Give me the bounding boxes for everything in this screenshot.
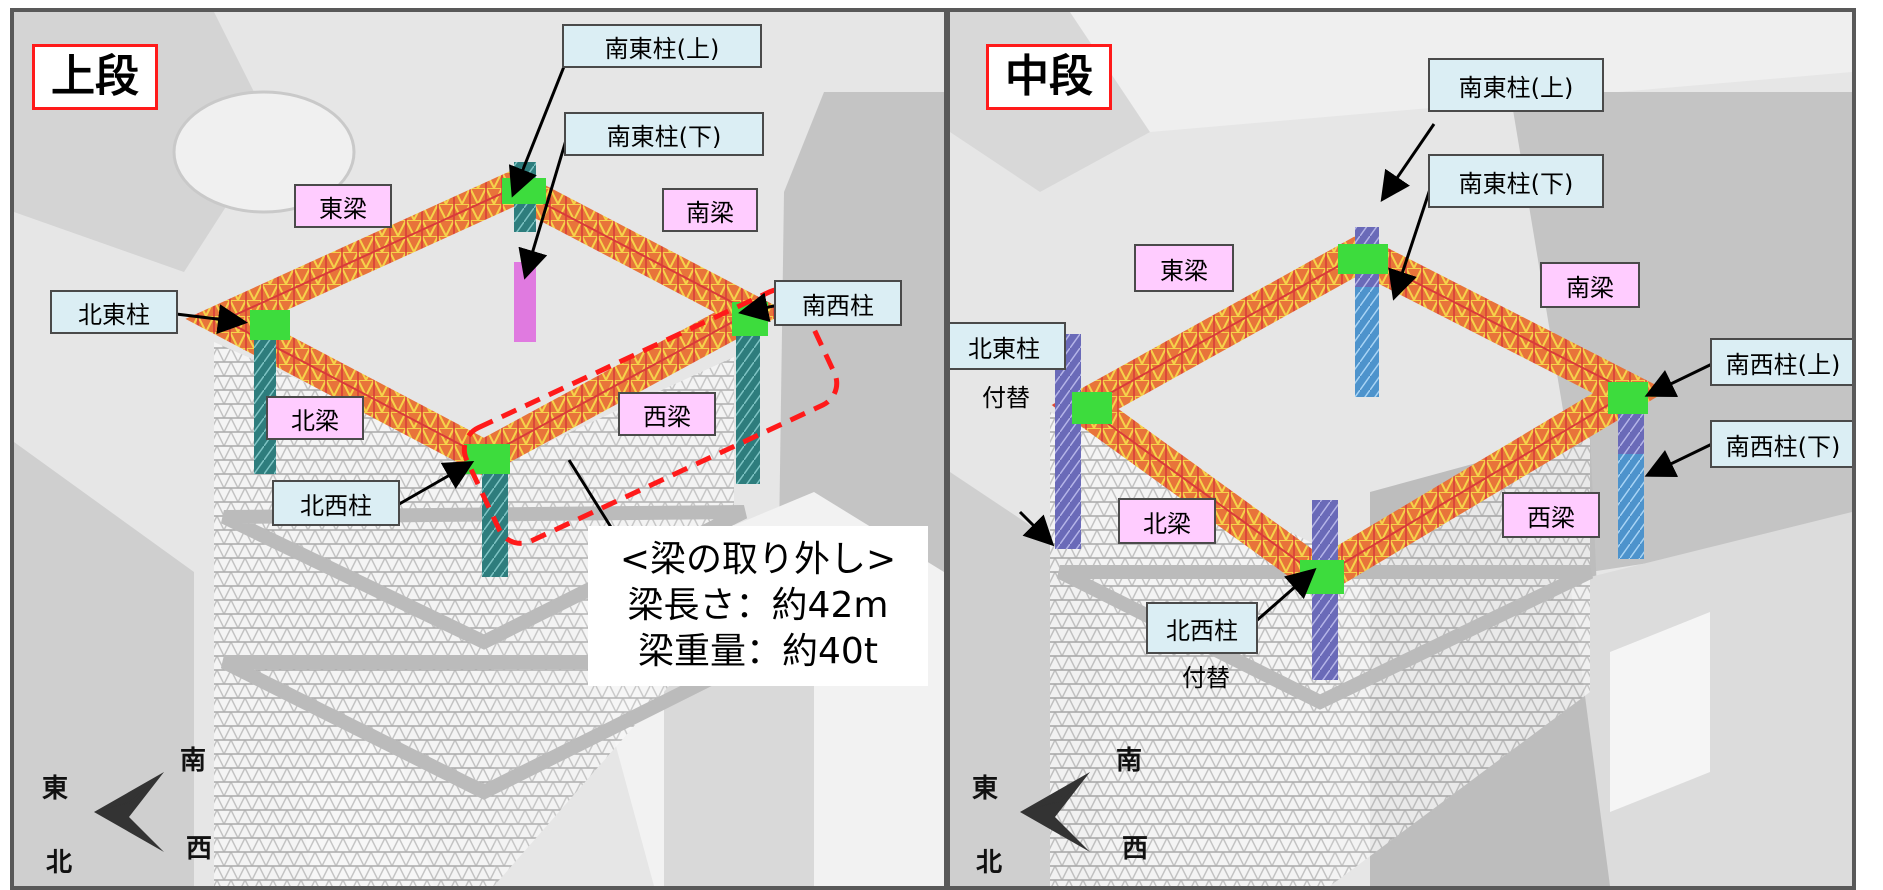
label-south-beam: 南梁 — [662, 188, 758, 232]
compass-west: 西 — [1122, 834, 1149, 864]
label-west-beam: 西梁 — [1502, 492, 1600, 538]
note-beam-weight: 梁重量：約40t — [638, 631, 878, 672]
upper-stage-3d-model — [14, 12, 944, 886]
label-west-beam: 西梁 — [618, 392, 716, 436]
beam-removal-note: <梁の取り外し> 梁長さ：約42m 梁重量：約40t — [588, 526, 928, 686]
label-se-column-bottom: 南東柱(下) — [1428, 154, 1604, 208]
label-east-beam: 東梁 — [294, 184, 392, 228]
label-east-beam: 東梁 — [1134, 244, 1234, 292]
label-se-column-bottom: 南東柱(下) — [564, 112, 764, 156]
middle-stage-panel: 中段 南東柱(上) 南東柱(下) 東梁 南梁 北東柱 付替 南西柱(上) 南西柱… — [946, 8, 1856, 890]
label-south-beam: 南梁 — [1540, 262, 1640, 308]
label-sw-column: 南西柱 — [774, 280, 902, 326]
label-north-beam: 北梁 — [1118, 498, 1216, 544]
label-nw-column: 北西柱 — [1146, 602, 1258, 654]
note-heading: <梁の取り外し> — [619, 539, 897, 580]
label-se-column-top: 南東柱(上) — [1428, 58, 1604, 112]
label-nw-column: 北西柱 — [272, 480, 400, 526]
stage-title-upper: 上段 — [32, 44, 158, 110]
label-ne-column: 北東柱 — [950, 322, 1066, 370]
stage-title-middle: 中段 — [986, 44, 1112, 110]
compass-west: 西 — [186, 834, 213, 864]
label-sw-column-top: 南西柱(上) — [1710, 338, 1852, 386]
compass-north: 北 — [46, 848, 73, 878]
compass-north: 北 — [976, 848, 1003, 878]
note-beam-length: 梁長さ：約42m — [627, 585, 889, 626]
compass-south: 南 — [180, 746, 207, 776]
compass-east: 東 — [42, 774, 69, 804]
label-north-beam: 北梁 — [266, 396, 364, 440]
upper-stage-panel: 上段 南東柱(上) 南東柱(下) 東梁 南梁 北東柱 南西柱 北梁 西梁 北西柱… — [10, 8, 948, 890]
label-sw-column-bottom: 南西柱(下) — [1710, 420, 1852, 468]
compass-south: 南 — [1116, 746, 1143, 776]
label-se-column-top: 南東柱(上) — [562, 24, 762, 68]
label-nw-column-sub: 付替 — [1182, 664, 1230, 692]
compass-east: 東 — [972, 774, 999, 804]
label-ne-column-sub: 付替 — [982, 384, 1030, 412]
label-ne-column: 北東柱 — [50, 290, 178, 334]
